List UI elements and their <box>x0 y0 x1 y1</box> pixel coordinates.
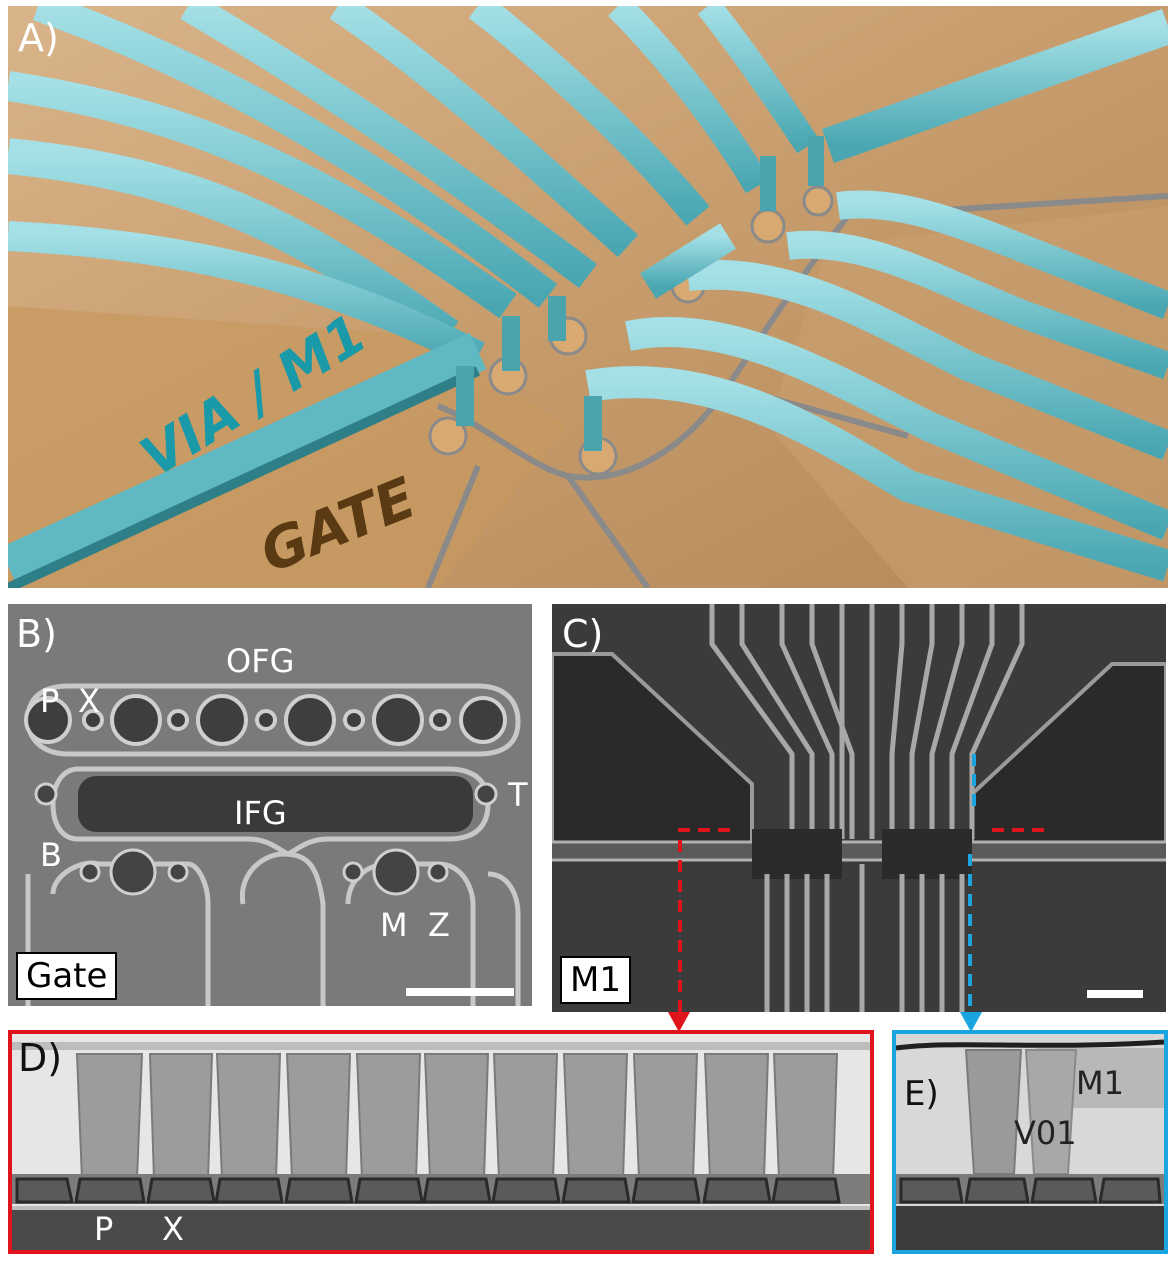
label-x-section: X <box>162 1210 184 1248</box>
label-ofg: OFG <box>226 642 295 680</box>
panel-e: E) M1 V01 <box>892 1030 1168 1254</box>
gate-dots-top <box>24 694 507 746</box>
m1-scale-label: M1 <box>560 956 631 1004</box>
label-t: T <box>508 776 528 814</box>
panel-d-label: D) <box>18 1036 63 1080</box>
panel-b-label: B) <box>16 612 57 656</box>
m1-sem-image <box>552 604 1166 1012</box>
gate-sem-image <box>8 604 532 1006</box>
cross-section-tem-e <box>896 1034 1164 1250</box>
label-z: Z <box>428 906 450 944</box>
panel-c-label: C) <box>562 612 604 656</box>
label-ifg: IFG <box>234 794 287 832</box>
device-3d-render <box>8 6 1168 588</box>
panel-a: A) VIA / M1 GATE <box>8 6 1168 588</box>
panel-b: B) OFG P X IFG T B M Z Gate <box>8 604 532 1006</box>
label-m: M <box>380 906 408 944</box>
panel-a-label: A) <box>18 16 59 60</box>
label-b: B <box>40 836 62 874</box>
label-p-section: P <box>94 1210 114 1248</box>
label-v01-section: V01 <box>1014 1114 1077 1152</box>
gate-scale-label: Gate <box>16 952 118 1000</box>
panel-d: D) P X <box>8 1030 874 1254</box>
label-p-gate: P <box>40 682 60 720</box>
cross-section-tem-d <box>12 1034 870 1250</box>
label-m1-section: M1 <box>1076 1064 1124 1102</box>
panel-c: C) M1 <box>552 604 1166 1012</box>
panel-e-label: E) <box>904 1074 939 1114</box>
label-x-gate: X <box>78 682 100 720</box>
